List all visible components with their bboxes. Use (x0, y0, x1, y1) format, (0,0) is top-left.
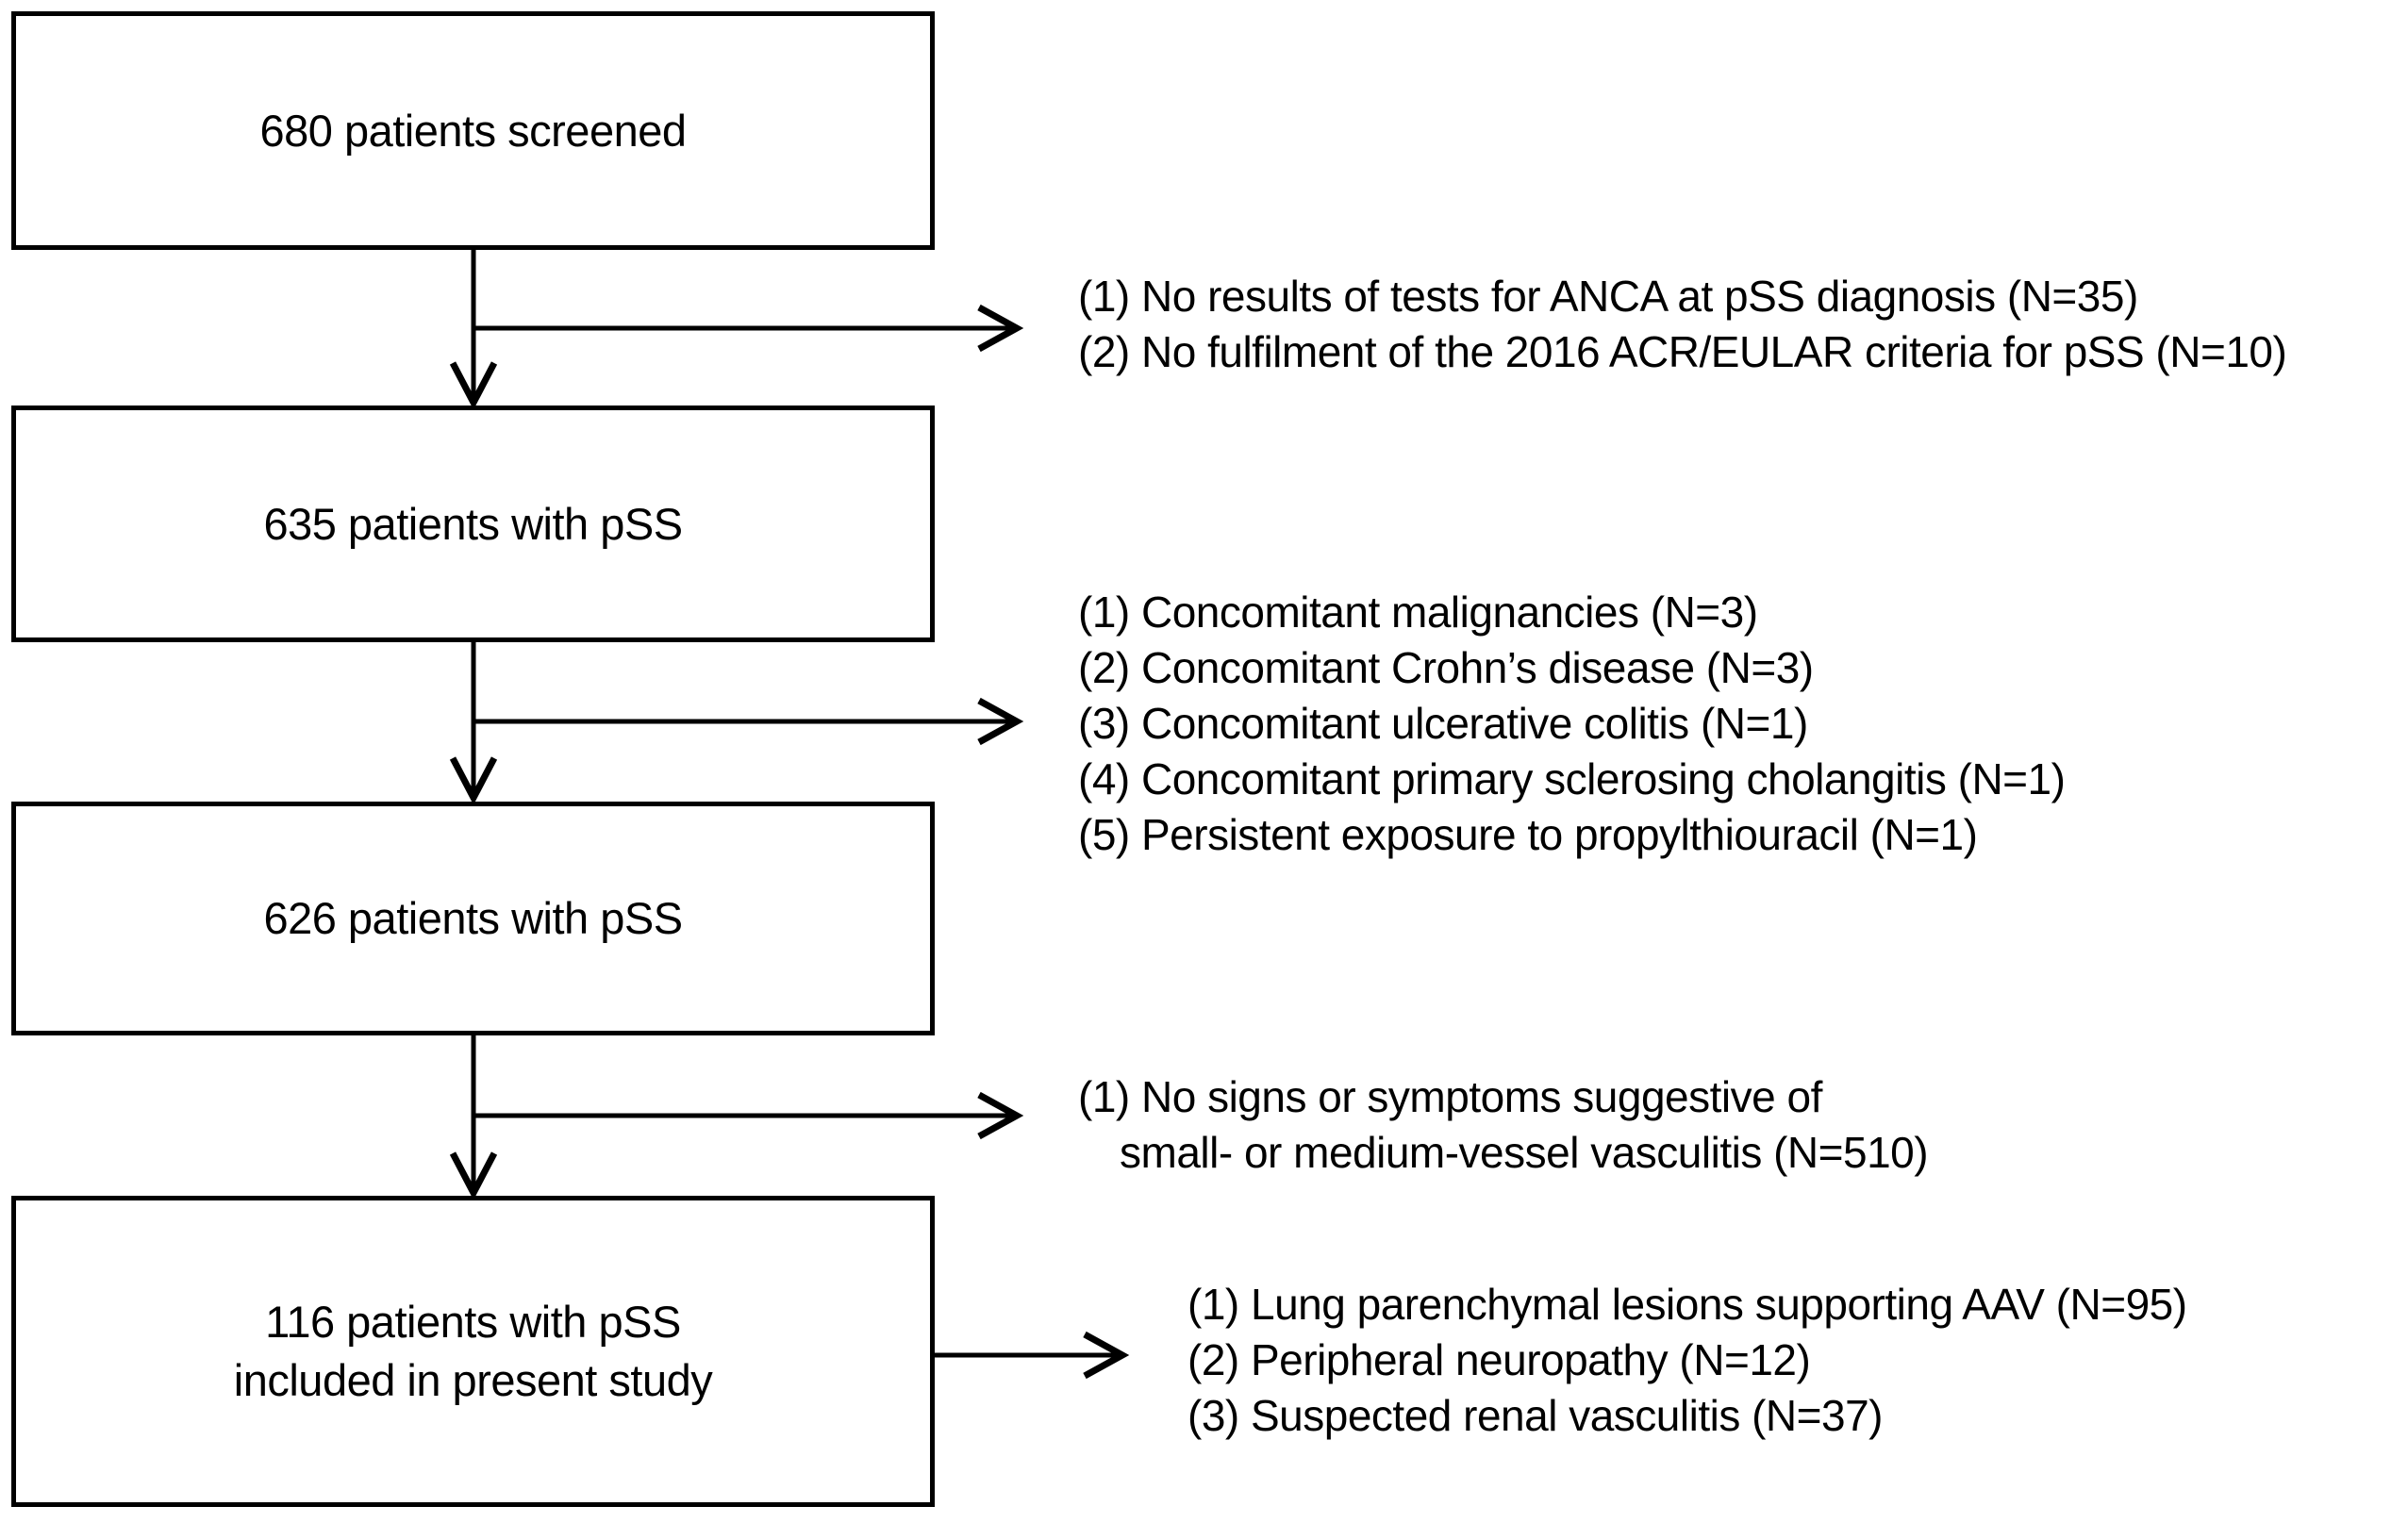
box-label: 626 patients with pSS (263, 893, 683, 943)
box-635-patients-pss: 635 patients with pSS (11, 406, 935, 642)
arrow-branch-exclusion-2 (473, 697, 1024, 746)
note-line: (2) Concomitant Crohn’s disease (N=3) (1078, 643, 1814, 692)
box-label: 116 patients with pSS (265, 1297, 681, 1347)
arrow-116-to-reasons (935, 1331, 1130, 1380)
box-626-patients-pss: 626 patients with pSS (11, 802, 935, 1035)
exclusion-note-no-vasculitis-signs: (1) No signs or symptoms suggestive of s… (1078, 1069, 1929, 1181)
note-line: (3) Concomitant ulcerative colitis (N=1) (1078, 699, 1808, 748)
note-line: (3) Suspected renal vasculitis (N=37) (1187, 1391, 1883, 1440)
arrow-screened-to-635 (449, 248, 498, 410)
arrow-branch-exclusion-1 (473, 304, 1024, 353)
box-680-patients-screened: 680 patients screened (11, 11, 935, 250)
note-line: (1) Concomitant malignancies (N=3) (1078, 588, 1758, 637)
box-label: 680 patients screened (259, 105, 688, 156)
note-line: (1) No results of tests for ANCA at pSS … (1078, 272, 2138, 321)
note-line: (5) Persistent exposure to propylthioura… (1078, 810, 1978, 859)
exclusion-note-after-screening: (1) No results of tests for ANCA at pSS … (1078, 269, 2287, 380)
note-line: (1) No signs or symptoms suggestive of (1078, 1072, 1822, 1121)
box-label: included in present study (233, 1355, 713, 1405)
inclusion-reasons-note: (1) Lung parenchymal lesions supporting … (1187, 1277, 2187, 1444)
exclusion-note-comorbidities: (1) Concomitant malignancies (N=3) (2) C… (1078, 585, 2066, 863)
arrow-branch-exclusion-3 (473, 1091, 1024, 1140)
note-line: (1) Lung parenchymal lesions supporting … (1187, 1280, 2187, 1329)
box-label: 635 patients with pSS (263, 498, 683, 549)
arrow-626-to-116 (449, 1034, 498, 1200)
box-116-patients-included: 116 patients with pSS included in presen… (11, 1196, 935, 1507)
note-line: (2) Peripheral neuropathy (N=12) (1187, 1335, 1811, 1384)
note-line: small- or medium-vessel vasculitis (N=51… (1120, 1128, 1929, 1177)
arrow-635-to-626 (449, 640, 498, 805)
note-line: (2) No fulfilment of the 2016 ACR/EULAR … (1078, 327, 2287, 376)
note-line: (4) Concomitant primary sclerosing chola… (1078, 754, 2066, 803)
